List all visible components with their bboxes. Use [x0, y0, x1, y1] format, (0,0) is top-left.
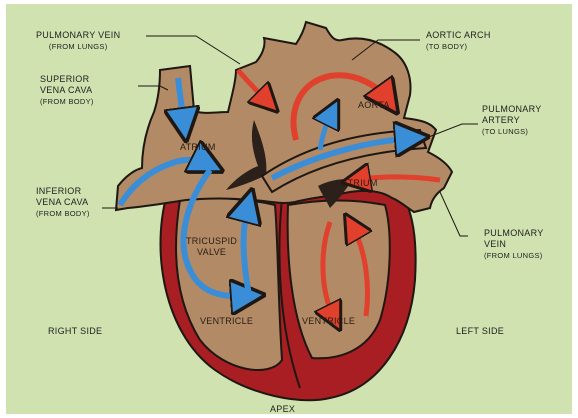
- label-apex: APEX: [270, 404, 295, 415]
- label-inferior-vena-cava: INFERIOR VENA CAVA (FROM BODY): [36, 186, 90, 219]
- label-left-side: LEFT SIDE: [456, 326, 504, 337]
- label-pulmonary-artery: PULMONARY ARTERY (TO LUNGS): [482, 104, 542, 137]
- label-pulmonary-vein-right: PULMONARY VEIN (FROM LUNGS): [484, 228, 544, 261]
- label-atrium-right: ATRIUM: [180, 142, 216, 153]
- label-ventricle-left: VENTRICLE: [302, 316, 355, 327]
- label-pulmonary-vein-top: PULMONARY VEIN (FROM LUNGS): [36, 30, 120, 52]
- label-ventricle-right: VENTRICLE: [200, 316, 253, 327]
- label-aorta: AORTA: [358, 100, 390, 111]
- label-right-side: RIGHT SIDE: [48, 326, 102, 337]
- label-atrium-left: ATRIUM: [342, 178, 378, 189]
- label-aortic-arch: AORTIC ARCH (TO BODY): [426, 30, 491, 52]
- label-tricuspid-valve: TRICUSPID VALVE: [186, 236, 237, 258]
- label-superior-vena-cava: SUPERIOR VENA CAVA (FROM BODY): [40, 74, 94, 107]
